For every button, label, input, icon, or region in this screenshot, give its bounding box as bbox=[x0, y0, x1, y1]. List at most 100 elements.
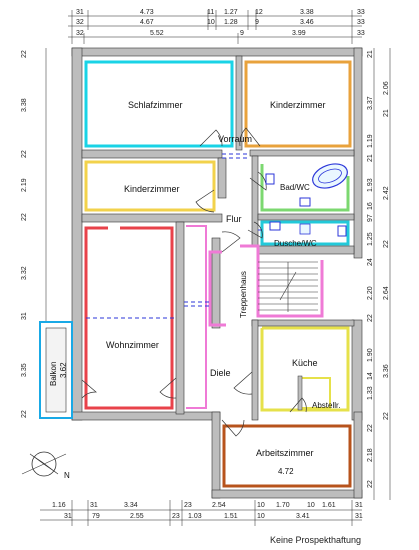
dim-right-19: 1.33 bbox=[367, 386, 374, 400]
top-dimension-lines bbox=[68, 10, 362, 44]
dusche-wc-fixture bbox=[337, 225, 347, 237]
dim-right-1: 2.06 bbox=[383, 81, 390, 95]
outline-treppenhaus-2 bbox=[240, 244, 324, 318]
walls bbox=[71, 47, 363, 499]
stairs bbox=[258, 261, 318, 312]
label-schlafzimmer: Schlafzimmer bbox=[128, 100, 183, 110]
label-flur: Flur bbox=[226, 214, 242, 224]
dim-right-3: 21 bbox=[383, 109, 390, 117]
dim-top1-d: 1.27 bbox=[224, 9, 238, 16]
dim-left-3: 2.19 bbox=[21, 178, 28, 192]
dim-bot1-2: 3.34 bbox=[124, 502, 138, 509]
dim-bot2-8: 31 bbox=[355, 513, 363, 520]
dim-left-8: 22 bbox=[21, 410, 28, 418]
dim-right-17: 14 bbox=[367, 372, 374, 380]
bad-sink-fixture bbox=[299, 197, 311, 207]
dusche-sink-fixture bbox=[269, 221, 281, 231]
dim-right-22: 2.18 bbox=[367, 448, 374, 462]
bad-wc-fixture bbox=[265, 173, 275, 185]
dim-right-8: 2.42 bbox=[383, 186, 390, 200]
door-swings bbox=[81, 127, 307, 437]
dim-right-16: 1.90 bbox=[367, 348, 374, 362]
dim-right-9: 97 bbox=[367, 214, 374, 222]
label-kinderzimmer-1: Kinderzimmer bbox=[270, 100, 326, 110]
outline-arbeitszimmer bbox=[222, 424, 352, 488]
label-vorraum: Vorraum bbox=[218, 134, 252, 144]
balkon-label: Balkon bbox=[49, 362, 58, 386]
dim-bot2-4: 1.03 bbox=[188, 513, 202, 520]
label-kueche: Küche bbox=[292, 358, 318, 368]
balkon-value: 3.62 bbox=[59, 362, 68, 378]
dim-top3-a: 32 bbox=[76, 30, 84, 37]
dim-bot1-1: 31 bbox=[90, 502, 98, 509]
dim-bot1-8: 1.61 bbox=[322, 502, 336, 509]
dim-right-5: 21 bbox=[367, 154, 374, 162]
dim-right-18: 3.36 bbox=[383, 364, 390, 378]
outline-abstellraum bbox=[300, 377, 331, 409]
dim-right-23: 22 bbox=[367, 480, 374, 488]
dim-bot1-9: 31 bbox=[355, 502, 363, 509]
dim-right-15: 22 bbox=[367, 314, 374, 322]
dim-right-12: 22 bbox=[383, 240, 390, 248]
dim-right-7: 16 bbox=[367, 202, 374, 210]
dim-left-7: 3.35 bbox=[21, 363, 28, 377]
dim-bot2-7: 3.41 bbox=[296, 513, 310, 520]
bottom-dimensions-1: 1.16 31 3.34 23 2.54 10 1.70 10 1.61 31 bbox=[52, 502, 363, 509]
label-arbeitszimmer-value: 4.72 bbox=[278, 467, 294, 476]
outline-wohnzimmer bbox=[84, 226, 174, 410]
dim-top2-c: 10 bbox=[207, 19, 215, 26]
outline-diele bbox=[186, 225, 207, 409]
dim-top1-c: 11 bbox=[207, 9, 214, 16]
dim-bot2-3: 23 bbox=[172, 513, 180, 520]
dim-right-10: 1.25 bbox=[367, 232, 374, 246]
dim-top2-a: 32 bbox=[76, 19, 84, 26]
dim-bot1-0: 1.16 bbox=[52, 502, 66, 509]
dim-left-5: 3.32 bbox=[21, 266, 28, 280]
dim-right-13: 2.20 bbox=[367, 286, 374, 300]
dim-right-20: 22 bbox=[383, 412, 390, 420]
dim-top2-e: 9 bbox=[255, 19, 259, 26]
label-treppenhaus: Treppenhaus bbox=[239, 271, 248, 318]
dim-top2-f: 3.46 bbox=[300, 19, 314, 26]
dim-top2-b: 4.67 bbox=[140, 19, 154, 26]
compass-north-label: N bbox=[64, 471, 70, 480]
compass-icon bbox=[21, 451, 67, 477]
dim-right-11: 24 bbox=[367, 258, 374, 266]
dim-top1-a: 31 bbox=[76, 9, 84, 16]
dim-left-4: 22 bbox=[21, 213, 28, 221]
abstellraum-wall bbox=[297, 375, 303, 411]
outline-schlafzimmer bbox=[84, 60, 234, 148]
dim-top1-f: 3.38 bbox=[300, 9, 314, 16]
dim-right-4: 1.19 bbox=[367, 134, 374, 148]
dim-top3-c: 9 bbox=[240, 30, 244, 37]
dim-top1-e: 12 bbox=[255, 9, 263, 16]
dim-bot1-5: 10 bbox=[257, 502, 265, 509]
dim-bot1-6: 1.70 bbox=[276, 502, 290, 509]
dim-right-14: 2.64 bbox=[383, 286, 390, 300]
dim-left-6: 31 bbox=[21, 312, 28, 320]
room-outlines bbox=[84, 60, 352, 488]
dim-right-6: 1.93 bbox=[367, 178, 374, 192]
disclaimer: Keine Prospekthaftung bbox=[270, 535, 361, 545]
dim-top3-e: 33 bbox=[357, 30, 365, 37]
dim-left-2: 22 bbox=[21, 150, 28, 158]
dim-right-21: 22 bbox=[367, 424, 374, 432]
dim-top3-b: 5.52 bbox=[150, 30, 164, 37]
label-diele: Diele bbox=[210, 368, 231, 378]
outline-kueche bbox=[260, 326, 350, 412]
label-bad-wc: Bad/WC bbox=[280, 183, 310, 192]
dim-right-2: 3.37 bbox=[367, 96, 374, 110]
right-dimensions: 21 2.06 3.37 21 1.19 21 1.93 16 2.42 97 … bbox=[367, 50, 390, 488]
dim-bot1-4: 2.54 bbox=[212, 502, 226, 509]
label-wohnzimmer: Wohnzimmer bbox=[106, 340, 159, 350]
dim-bot2-1: 79 bbox=[92, 513, 100, 520]
shower-tray bbox=[299, 223, 311, 235]
dashed-openings bbox=[86, 153, 262, 319]
balcony bbox=[39, 321, 73, 419]
label-abstellr: Abstellr. bbox=[312, 401, 340, 410]
dim-left-0: 22 bbox=[21, 50, 28, 58]
dim-bot2-0: 31 bbox=[64, 513, 72, 520]
label-arbeitszimmer: Arbeitszimmer bbox=[256, 448, 314, 458]
dim-bot2-2: 2.55 bbox=[130, 513, 144, 520]
